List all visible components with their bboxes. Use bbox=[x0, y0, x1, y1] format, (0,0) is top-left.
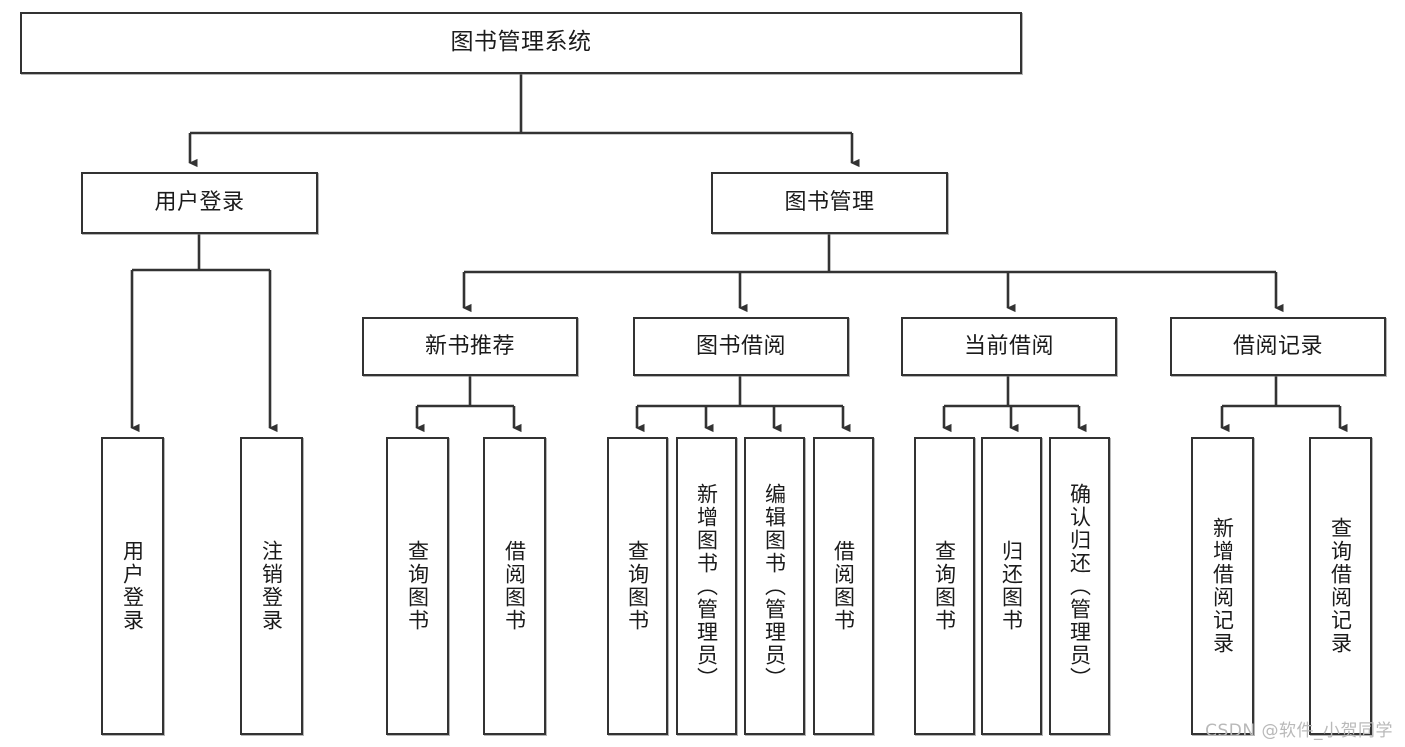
leaf-user-logout[interactable]: 注销登录 bbox=[240, 437, 303, 735]
leaf-record-add-record[interactable]: 新增借阅记录 bbox=[1191, 437, 1254, 735]
node-label: 借阅图书 bbox=[502, 540, 527, 632]
node-label: 用户登录 bbox=[154, 190, 245, 216]
leaf-borrow-edit-book-admin[interactable]: 编辑图书（管理员） bbox=[744, 437, 805, 735]
node-label: 借阅记录 bbox=[1232, 333, 1323, 359]
node-label: 归还图书 bbox=[999, 540, 1024, 632]
leaf-borrow-borrow-book[interactable]: 借阅图书 bbox=[813, 437, 874, 735]
node-label: 确认归还（管理员） bbox=[1067, 482, 1092, 690]
node-label: 用户登录 bbox=[120, 540, 145, 632]
node-label: 新增借阅记录 bbox=[1210, 517, 1235, 655]
node-label: 图书借阅 bbox=[695, 333, 786, 359]
leaf-current-query-book[interactable]: 查询图书 bbox=[914, 437, 975, 735]
leaf-current-confirm-return-admin[interactable]: 确认归还（管理员） bbox=[1049, 437, 1110, 735]
node-label: 新增图书（管理员） bbox=[694, 482, 719, 690]
watermark: CSDN @软件_小贺同学 bbox=[1205, 721, 1393, 741]
node-label: 图书管理 bbox=[784, 190, 875, 216]
node-label: 查询借阅记录 bbox=[1328, 517, 1353, 655]
node-label: 查询图书 bbox=[405, 540, 430, 632]
node-label: 借阅图书 bbox=[831, 540, 856, 632]
node-label: 注销登录 bbox=[259, 540, 284, 632]
node-current-borrow[interactable]: 当前借阅 bbox=[901, 317, 1117, 376]
leaf-user-login[interactable]: 用户登录 bbox=[101, 437, 164, 735]
leaf-borrow-add-book-admin[interactable]: 新增图书（管理员） bbox=[676, 437, 737, 735]
node-borrow-record[interactable]: 借阅记录 bbox=[1170, 317, 1386, 376]
node-label: 查询图书 bbox=[625, 540, 650, 632]
leaf-current-return-book[interactable]: 归还图书 bbox=[981, 437, 1042, 735]
node-label: 新书推荐 bbox=[424, 333, 515, 359]
node-book-borrow[interactable]: 图书借阅 bbox=[633, 317, 849, 376]
node-root-system[interactable]: 图书管理系统 bbox=[20, 12, 1022, 74]
node-label: 编辑图书（管理员） bbox=[762, 482, 787, 690]
node-label: 当前借阅 bbox=[963, 333, 1054, 359]
leaf-record-query-record[interactable]: 查询借阅记录 bbox=[1309, 437, 1372, 735]
leaf-newbook-borrow-book[interactable]: 借阅图书 bbox=[483, 437, 546, 735]
node-label: 图书管理系统 bbox=[450, 29, 592, 56]
node-user-login[interactable]: 用户登录 bbox=[81, 172, 318, 234]
node-book-management[interactable]: 图书管理 bbox=[711, 172, 948, 234]
node-label: 查询图书 bbox=[932, 540, 957, 632]
node-new-book-recommend[interactable]: 新书推荐 bbox=[362, 317, 578, 376]
leaf-borrow-query-book[interactable]: 查询图书 bbox=[607, 437, 668, 735]
leaf-newbook-query-book[interactable]: 查询图书 bbox=[386, 437, 449, 735]
